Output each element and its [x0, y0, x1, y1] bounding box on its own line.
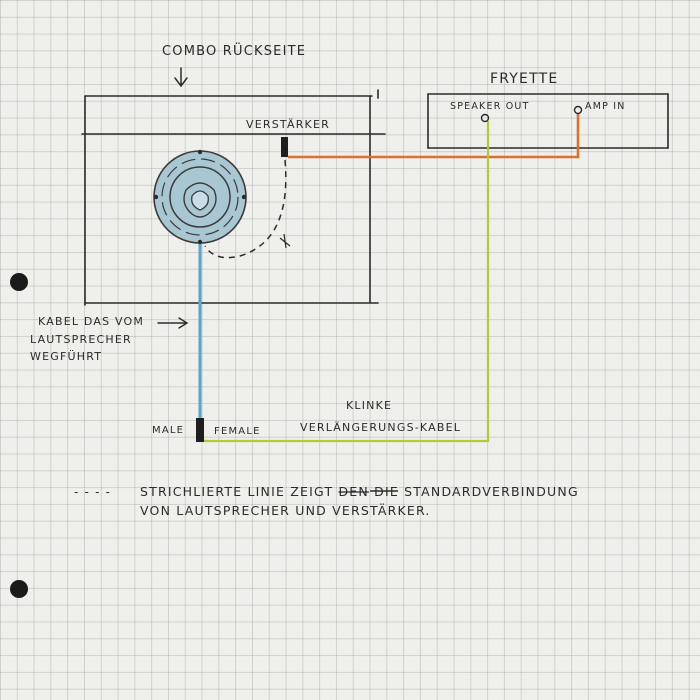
combo-cabinet: [81, 89, 386, 306]
binder-hole-bottom: [10, 580, 28, 598]
fryette-box: [427, 93, 669, 149]
binder-hole-top: [10, 273, 28, 291]
arrow-right-icon: [157, 317, 189, 329]
amp-cable: [288, 113, 580, 159]
legend-dash: - - - -: [74, 485, 111, 499]
amp-in-label: AMP IN: [585, 101, 626, 112]
standard-connection-dashed: [204, 159, 287, 259]
legend-struck-word: DEN: [338, 484, 368, 499]
legend-line2: VON LAUTSPRECHER UND VERSTÄRKER.: [140, 503, 431, 518]
arrow-down-icon: [174, 67, 188, 88]
verlaengerung-label: VERLÄNGERUNGS-KABEL: [300, 421, 461, 434]
dashed-end-mark: [279, 233, 291, 249]
amp-in-jack: [573, 105, 583, 115]
jack-connector: [196, 418, 204, 442]
speaker-out-label: SPEAKER OUT: [450, 101, 530, 112]
speaker-out-jack: [480, 113, 490, 123]
klinke-label: KLINKE: [346, 399, 392, 412]
kabel-label-line1: KABEL DAS VOM: [38, 315, 144, 328]
extension-cable: [204, 121, 490, 443]
female-label: FEMALE: [214, 426, 261, 437]
kabel-label-line3: WEGFÜHRT: [30, 350, 102, 363]
verstaerker-label: VERSTÄRKER: [246, 118, 330, 131]
fryette-title: FRYETTE: [490, 71, 558, 87]
kabel-label-line2: LAUTSPRECHER: [30, 333, 132, 346]
male-label: MALE: [152, 425, 184, 436]
speaker-icon: [153, 149, 247, 245]
legend-line1: STRICHLIERTE LINIE ZEIGT DEN DIE STANDAR…: [140, 484, 579, 499]
combo-title: COMBO RÜCKSEITE: [162, 42, 306, 59]
amp-jack: [281, 137, 288, 157]
